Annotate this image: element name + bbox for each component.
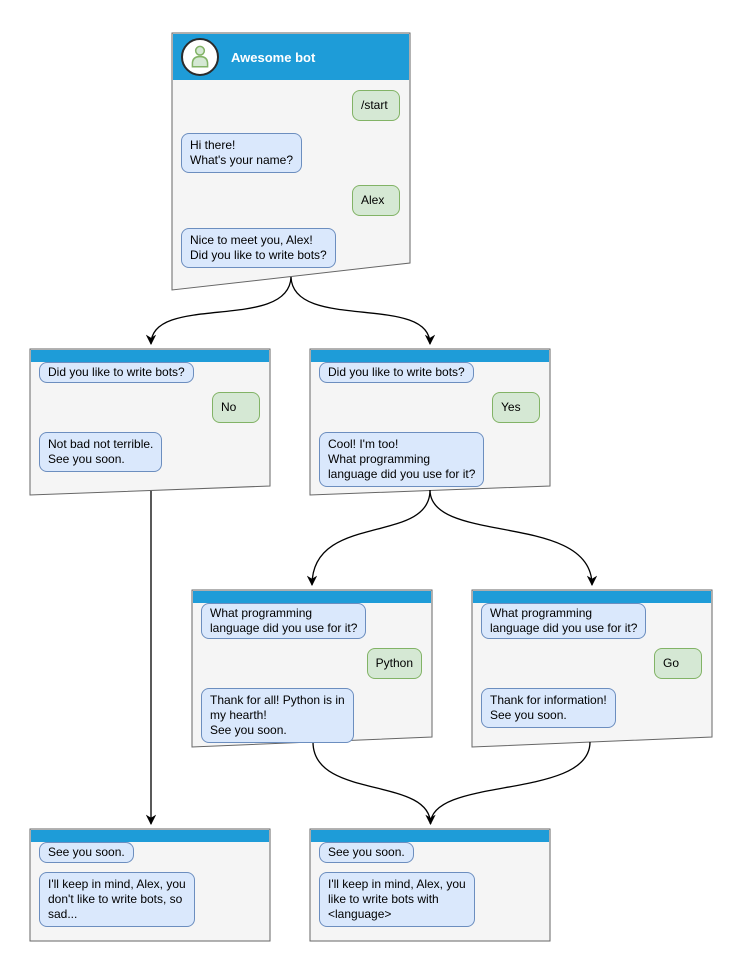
chat-header-bar (473, 591, 711, 603)
chat-header-bar (193, 591, 431, 603)
message-bubble-user[interactable]: No (212, 392, 260, 423)
chat-header: Awesome bot (173, 34, 409, 80)
message-bubble-user[interactable]: Alex (352, 185, 400, 216)
edge-root-to-no[interactable] (145, 276, 292, 346)
message-bubble-user[interactable]: Python (366, 648, 422, 679)
message-bubble-bot[interactable]: Thank for information! See you soon. (481, 688, 616, 728)
message-bubble-context[interactable]: Did you like to write bots? (39, 362, 194, 383)
message-bubble-context[interactable]: What programming language did you use fo… (201, 603, 367, 639)
node-branch-python: What programming language did you use fo… (192, 590, 432, 747)
chat-title: Awesome bot (231, 49, 316, 65)
edge-go-to-end[interactable] (429, 741, 591, 825)
message-bubble-bot[interactable]: Not bad not terrible. See you soon. (39, 432, 163, 472)
message-bubble-bot[interactable]: Nice to meet you, Alex! Did you like to … (181, 228, 336, 268)
node-branch-no: Did you like to write bots? No Not bad n… (30, 349, 270, 495)
node-branch-yes: Did you like to write bots? Yes Cool! I'… (310, 349, 550, 495)
message-list: Did you like to write bots? Yes Cool! I'… (310, 362, 550, 496)
edge-python-to-end[interactable] (312, 741, 436, 826)
message-bubble-bot[interactable]: Thank for all! Python is in my hearth! S… (201, 688, 354, 743)
edge-root-to-yes[interactable] (290, 276, 436, 346)
message-list: /start Hi there! What's your name? Alex … (172, 80, 410, 280)
edge-yes-to-go[interactable] (429, 489, 598, 587)
node-end-no: See you soon. I'll keep in mind, Alex, y… (30, 829, 270, 941)
message-bubble-bot[interactable]: Cool! I'm too! What programming language… (319, 432, 485, 487)
message-bubble-user[interactable]: Yes (492, 392, 540, 423)
message-list: See you soon. I'll keep in mind, Alex, y… (310, 842, 550, 936)
chat-header-bar (311, 350, 549, 362)
chat-header-bar (31, 830, 269, 842)
message-bubble-user[interactable]: /start (352, 90, 400, 121)
node-root: Awesome bot /start Hi there! What's your… (172, 33, 410, 290)
message-list: Did you like to write bots? No Not bad n… (30, 362, 270, 481)
node-end-yes: See you soon. I'll keep in mind, Alex, y… (310, 829, 550, 941)
message-bubble-context[interactable]: See you soon. (39, 842, 134, 863)
chat-header-bar (31, 350, 269, 362)
message-list: What programming language did you use fo… (192, 603, 432, 752)
message-bubble-context[interactable]: What programming language did you use fo… (481, 603, 647, 639)
message-bubble-context[interactable]: Did you like to write bots? (319, 362, 474, 383)
message-bubble-bot[interactable]: I'll keep in mind, Alex, you like to wri… (319, 872, 475, 927)
message-bubble-bot[interactable]: I'll keep in mind, Alex, you don't like … (39, 872, 195, 927)
chat-header-bar (311, 830, 549, 842)
bot-avatar (181, 38, 219, 76)
message-list: See you soon. I'll keep in mind, Alex, y… (30, 842, 270, 936)
message-bubble-context[interactable]: See you soon. (319, 842, 414, 863)
message-bubble-user[interactable]: Go (654, 648, 702, 679)
message-bubble-bot[interactable]: Hi there! What's your name? (181, 133, 303, 173)
edge-yes-to-python[interactable] (306, 489, 431, 587)
avatar-person-icon (191, 45, 209, 68)
node-branch-go: What programming language did you use fo… (472, 590, 712, 747)
message-list: What programming language did you use fo… (472, 603, 712, 737)
